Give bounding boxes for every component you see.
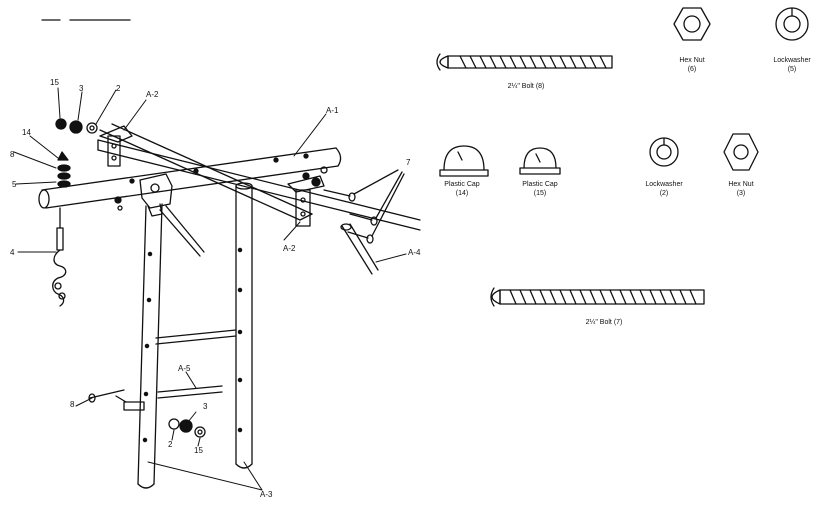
crossbar-a5 <box>155 329 237 399</box>
callout-5: 5 <box>12 180 17 189</box>
caption-plastic-cap-15-qty: (15) <box>533 190 547 197</box>
caption-plastic-cap-15: Plastic Cap (15) <box>522 180 557 198</box>
leader-lines <box>13 87 407 491</box>
caption-lockwasher-2: Lockwasher (2) <box>645 180 682 198</box>
bolts-7 <box>323 169 405 244</box>
caption-hex-nut-3-qty: (3) <box>736 190 746 197</box>
center-fitting <box>139 173 173 217</box>
hook-chain <box>52 207 67 307</box>
caption-bolt-7-name: 2¼" Bolt <box>585 319 612 326</box>
caption-hex-nut-6-qty: (6) <box>687 66 697 73</box>
caption-hex-nut-6-name: Hex Nut <box>679 57 705 64</box>
part-bolt-8 <box>436 53 613 71</box>
callout-8-top: 8 <box>10 150 15 159</box>
caption-plastic-cap-15-name: Plastic Cap <box>522 181 558 188</box>
top-bar-a1 <box>99 123 313 221</box>
part-plastic-cap-15 <box>519 147 561 175</box>
callout-a2-mid: A-2 <box>283 244 296 253</box>
callout-2-top: 2 <box>116 84 121 93</box>
caption-hex-nut-6: Hex Nut (6) <box>679 56 704 74</box>
callout-a2-top: A-2 <box>146 90 159 99</box>
part-lockwasher-2 <box>649 137 679 167</box>
bar-hardware <box>114 166 328 211</box>
callout-a3: A-3 <box>260 490 273 499</box>
caption-plastic-cap-14-qty: (14) <box>455 190 469 197</box>
caption-bolt-8-name: 2¼" Bolt <box>507 83 534 90</box>
callout-4: 4 <box>10 248 15 257</box>
caption-bolt-7-qty: (7) <box>613 319 623 326</box>
callout-15-top: 15 <box>50 78 59 87</box>
callout-a1: A-1 <box>326 106 339 115</box>
part-lockwasher-5 <box>775 7 809 41</box>
callout-2-low: 2 <box>168 440 173 449</box>
leg-a3-left <box>137 203 163 489</box>
caption-plastic-cap-14: Plastic Cap (14) <box>444 180 479 198</box>
callout-3-low: 3 <box>203 402 208 411</box>
bracket-a2-mid <box>287 175 325 227</box>
part-hex-nut-3 <box>723 133 759 171</box>
caption-lockwasher-5-name: Lockwasher <box>773 57 811 64</box>
brace-left <box>159 205 205 257</box>
callout-7: 7 <box>406 158 411 167</box>
caption-hex-nut-3-name: Hex Nut <box>728 181 754 188</box>
brace-a4 <box>340 223 379 275</box>
part-plastic-cap-14 <box>439 145 489 177</box>
top-hardware-stack <box>55 118 98 188</box>
callout-14: 14 <box>22 128 31 137</box>
caption-bolt-7: 2¼" Bolt (7) <box>586 318 623 327</box>
lower-bolt <box>88 389 145 411</box>
callout-a5: A-5 <box>178 364 191 373</box>
callout-a4: A-4 <box>408 248 421 257</box>
caption-lockwasher-2-qty: (2) <box>659 190 669 197</box>
part-hex-nut-6 <box>673 7 711 41</box>
caption-bolt-8-qty: (8) <box>535 83 545 90</box>
bracket-a2-top <box>99 125 133 167</box>
callout-3-top: 3 <box>79 84 84 93</box>
caption-lockwasher-5: Lockwasher (5) <box>773 56 810 74</box>
callout-8-low: 8 <box>70 400 75 409</box>
callout-15-low: 15 <box>194 446 203 455</box>
caption-lockwasher-5-qty: (5) <box>787 66 797 73</box>
part-bolt-7 <box>490 287 705 307</box>
leg-a3-right <box>235 182 253 469</box>
caption-lockwasher-2-name: Lockwasher <box>645 181 683 188</box>
main-horizontal-tube <box>38 147 342 209</box>
caption-plastic-cap-14-name: Plastic Cap <box>444 181 480 188</box>
caption-bolt-8: 2¼" Bolt (8) <box>508 82 545 91</box>
lower-hardware <box>168 418 206 438</box>
caption-hex-nut-3: Hex Nut (3) <box>728 180 753 198</box>
